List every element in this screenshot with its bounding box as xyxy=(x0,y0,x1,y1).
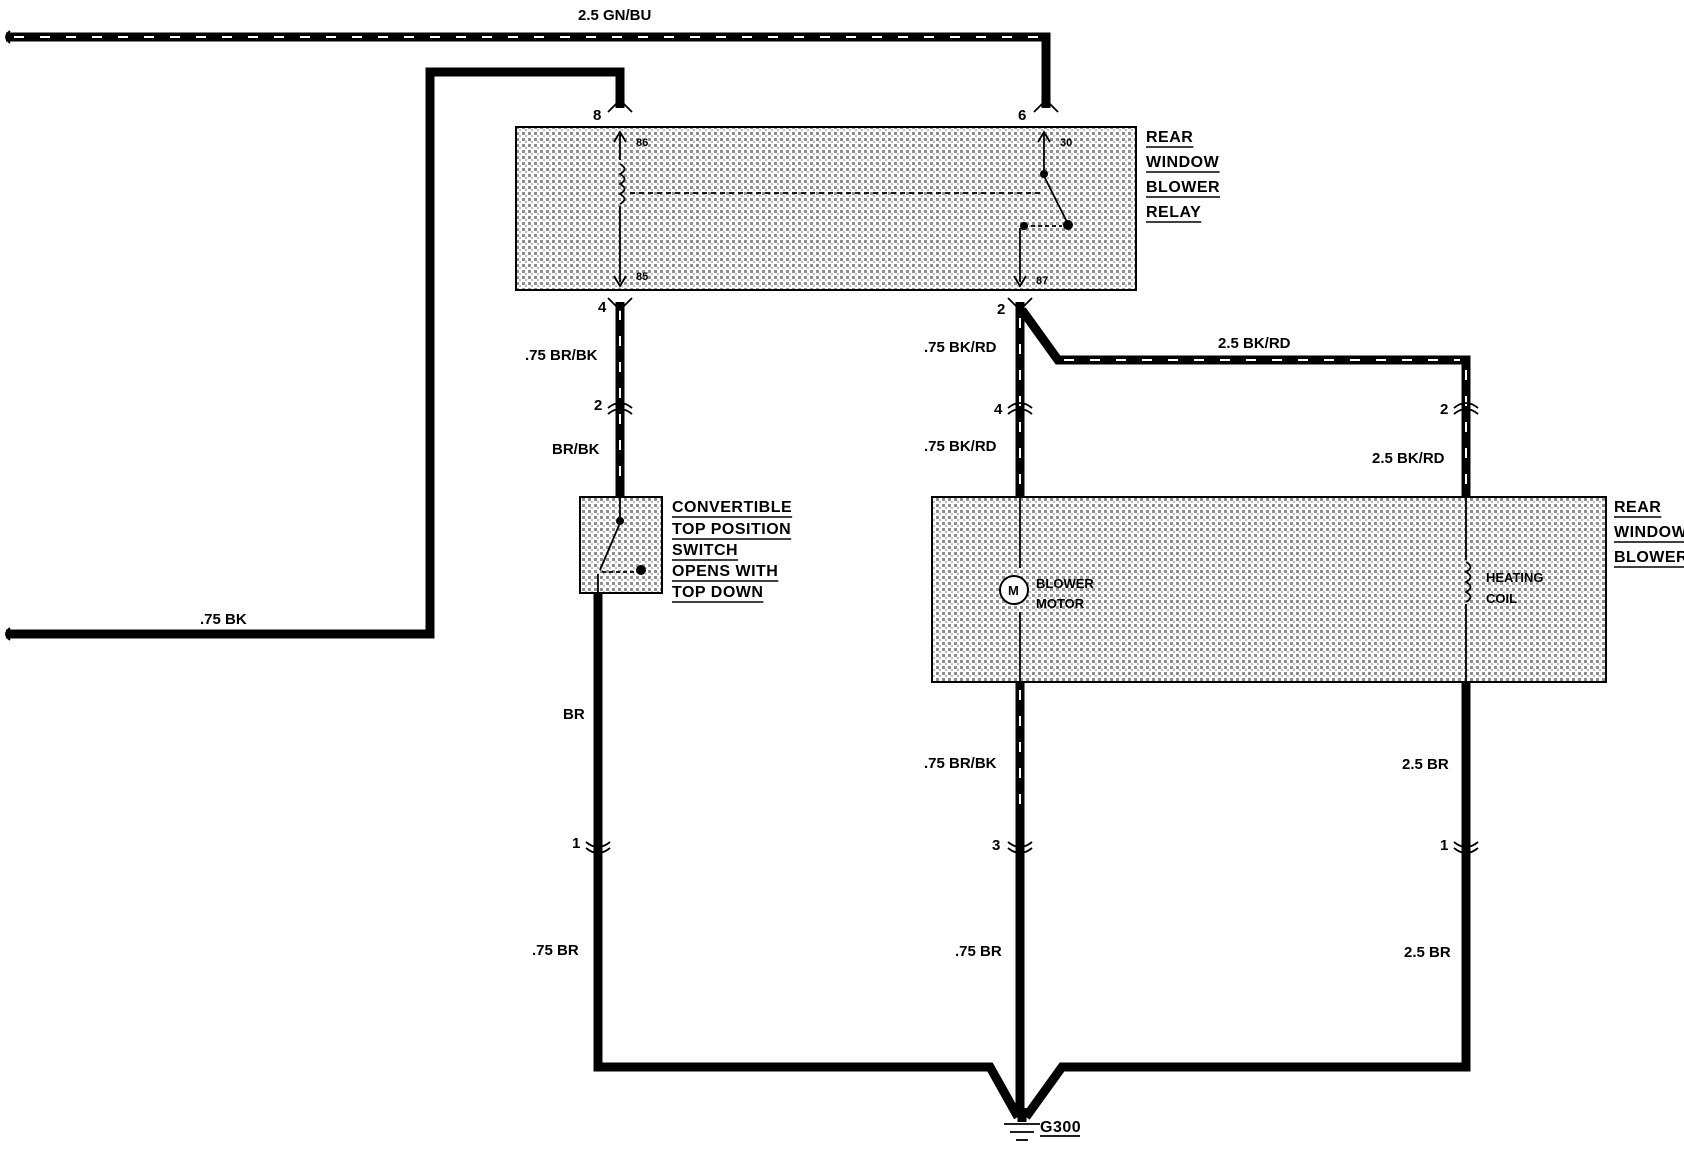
svg-text:SWITCH: SWITCH xyxy=(672,542,738,559)
blower-motor-label-2: MOTOR xyxy=(1036,596,1085,611)
wire-label-coil-in: 2.5 BK/RD xyxy=(1372,450,1445,467)
pin-switch-top: 2 xyxy=(594,397,602,414)
ground-symbol-icon xyxy=(1004,1108,1040,1141)
svg-text:TOP DOWN: TOP DOWN xyxy=(672,584,763,601)
motor-symbol-letter: M xyxy=(1008,583,1019,598)
relay-terminal-30: 30 xyxy=(1060,137,1072,149)
svg-text:OPENS WITH: OPENS WITH xyxy=(672,563,778,580)
relay-label: REAR WINDOW BLOWER RELAY xyxy=(1146,129,1221,223)
svg-text:RELAY: RELAY xyxy=(1146,204,1201,221)
wire-label-relay-branch: 2.5 BK/RD xyxy=(1218,335,1291,352)
wire-label-switch-in: BR/BK xyxy=(552,441,600,458)
wire-label-switch-ground: .75 BR xyxy=(532,942,579,959)
pin-motor-bottom: 3 xyxy=(992,837,1000,854)
svg-text:REAR: REAR xyxy=(1614,499,1661,516)
blower-motor-label-1: BLOWER xyxy=(1036,576,1094,591)
ground-label: G300 xyxy=(1040,1119,1081,1136)
wire-label-coil-ground: 2.5 BR xyxy=(1404,944,1451,961)
wire-relay-branch-to-coil xyxy=(1018,307,1471,497)
wire-label-motor-out: .75 BR/BK xyxy=(924,755,997,772)
svg-text:TOP POSITION: TOP POSITION xyxy=(672,521,791,538)
relay-coil-icon xyxy=(618,163,626,205)
heating-coil-label-1: HEATING xyxy=(1486,570,1544,585)
wire-label-motor-ground: .75 BR xyxy=(955,943,1002,960)
pin-relay-87: 2 xyxy=(997,301,1005,318)
wire-top-feed xyxy=(5,30,1051,108)
connector-symbols xyxy=(585,98,1479,854)
pin-switch-bottom: 1 xyxy=(572,835,580,852)
relay-terminal-87: 87 xyxy=(1036,275,1048,287)
wire-left-feed xyxy=(5,67,625,641)
switch-label: CONVERTIBLE TOP POSITION SWITCH OPENS WI… xyxy=(672,499,793,603)
wire-label-switch-out: BR xyxy=(563,706,585,723)
relay-terminal-85: 85 xyxy=(636,271,648,283)
pin-relay-30: 6 xyxy=(1018,107,1026,124)
svg-text:WINDOW: WINDOW xyxy=(1614,524,1684,541)
svg-text:BLOWER: BLOWER xyxy=(1146,179,1220,196)
pin-coil-bottom: 1 xyxy=(1440,837,1448,854)
pin-coil-top: 2 xyxy=(1440,401,1448,418)
wire-label-left-feed: .75 BK xyxy=(200,611,247,628)
wire-label-relay-85: .75 BR/BK xyxy=(525,347,598,364)
top-position-switch-box xyxy=(579,496,663,594)
wire-label-motor-in: .75 BK/RD xyxy=(924,438,997,455)
pin-motor-top: 4 xyxy=(994,401,1003,418)
rear-window-blower-box xyxy=(931,496,1607,683)
svg-text:CONVERTIBLE: CONVERTIBLE xyxy=(672,499,792,516)
wire-label-coil-out: 2.5 BR xyxy=(1402,756,1449,773)
switch-internals xyxy=(597,497,646,593)
svg-text:REAR: REAR xyxy=(1146,129,1193,146)
blower-internals xyxy=(999,497,1472,682)
svg-text:BLOWER: BLOWER xyxy=(1614,549,1684,566)
wire-label-relay-87: .75 BK/RD xyxy=(924,339,997,356)
heating-coil-label-2: COIL xyxy=(1486,591,1517,606)
pin-relay-85: 4 xyxy=(598,299,607,316)
blower-relay-box xyxy=(515,126,1137,291)
svg-text:WINDOW: WINDOW xyxy=(1146,154,1220,171)
relay-terminal-86: 86 xyxy=(636,137,648,149)
wire-switch-to-ground xyxy=(593,593,1022,1120)
motor-symbol-icon xyxy=(999,575,1029,605)
pin-relay-86: 8 xyxy=(593,107,601,124)
coil-symbol-icon xyxy=(1464,561,1472,603)
relay-internals xyxy=(613,130,1073,288)
wire-label-top-feed: 2.5 GN/BU xyxy=(578,7,651,24)
wire-coil-to-ground xyxy=(1022,682,1471,1120)
blower-label: REAR WINDOW BLOWER xyxy=(1614,499,1684,568)
